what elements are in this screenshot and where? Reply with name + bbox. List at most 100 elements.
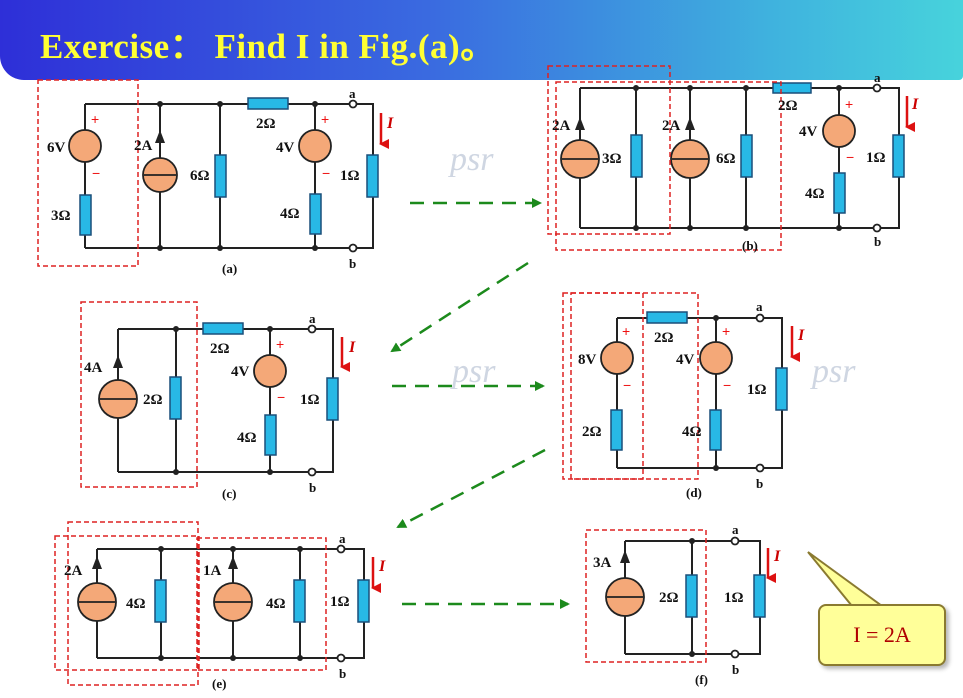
label: 2Ω	[582, 424, 602, 440]
transition-arrow	[396, 448, 546, 529]
figure-c-labels: 4A 2Ω 2Ω 4V 4Ω 1Ω a b I (c)	[84, 311, 356, 501]
label: 6Ω	[716, 151, 736, 167]
current-direction-arrow	[620, 550, 630, 563]
dashed-box	[196, 537, 327, 671]
label: 2Ω	[778, 98, 798, 114]
svg-text:−: −	[92, 165, 100, 181]
polarity-markers: +− +− +− +− +− +−	[91, 96, 854, 405]
resistor-c-2ohm	[202, 322, 244, 335]
label: 4Ω	[805, 186, 825, 202]
resistor-e-4ohm-a	[154, 579, 167, 623]
label: 2A	[134, 138, 153, 154]
watermark: psr	[810, 353, 856, 390]
current-arrows	[340, 96, 915, 593]
watermark: psr	[450, 353, 496, 390]
terminal-label: a	[349, 86, 356, 101]
resistor-b-4ohm	[833, 172, 846, 214]
label: 4Ω	[682, 424, 702, 440]
label: 4V	[799, 124, 818, 140]
figure-caption: (d)	[686, 485, 702, 500]
resistor-a-2ohm	[247, 97, 289, 110]
label: 4Ω	[280, 206, 300, 222]
dashed-box	[555, 81, 782, 251]
label: 4V	[276, 140, 295, 156]
figure-f-labels: 3A 2Ω 1Ω a b I (f)	[593, 522, 781, 687]
svg-text:−: −	[723, 377, 731, 393]
label: 1A	[203, 563, 222, 579]
voltage-source-d-8v	[600, 341, 634, 375]
current-label: I	[911, 96, 919, 113]
dashed-box	[54, 535, 200, 671]
terminals	[307, 83, 882, 663]
label: 3A	[593, 555, 612, 571]
resistor-a-6ohm	[214, 154, 227, 198]
terminal-label: b	[732, 662, 739, 677]
terminal-label: b	[349, 256, 356, 271]
watermark: psr	[448, 141, 494, 178]
svg-text:+: +	[321, 111, 329, 127]
terminal-label: a	[339, 531, 346, 546]
label: 3Ω	[51, 208, 71, 224]
label: 4Ω	[126, 596, 146, 612]
terminal-label: b	[756, 476, 763, 491]
terminal-label: a	[309, 311, 316, 326]
label: 1Ω	[866, 150, 886, 166]
label: 6V	[47, 140, 66, 156]
current-direction-arrow	[575, 117, 585, 130]
transition-arrows	[390, 198, 570, 609]
label: 4V	[676, 352, 695, 368]
resistor-a-3ohm	[79, 194, 92, 236]
figure-a-labels: 6V 3Ω 2A 6Ω 2Ω 4V 4Ω 1Ω a b I (a)	[47, 86, 394, 276]
svg-text:−: −	[846, 149, 854, 165]
dashed-box	[547, 65, 671, 235]
terminal-label: a	[732, 522, 739, 537]
header-bar: Exercise： Find I in Fig.(a)。	[0, 0, 963, 80]
transition-arrow	[390, 261, 529, 353]
resistor-b-6ohm	[740, 134, 753, 178]
voltage-sources	[68, 114, 856, 388]
label: 8V	[578, 352, 597, 368]
resistor-f-2ohm	[685, 574, 698, 618]
voltage-source-b-4v	[822, 114, 856, 148]
terminal-label: a	[874, 70, 881, 85]
figure-caption: (e)	[212, 676, 226, 691]
current-label: I	[348, 339, 356, 356]
callout-pointer	[807, 551, 886, 607]
resistor-a-1ohm	[366, 154, 379, 198]
label: 6Ω	[190, 168, 210, 184]
label: 2A	[64, 563, 83, 579]
voltage-source-a-6v	[68, 129, 102, 163]
label: 3Ω	[602, 151, 622, 167]
answer-text: I = 2A	[853, 622, 911, 647]
current-label: I	[797, 327, 805, 344]
label: 4A	[84, 360, 103, 376]
svg-text:−: −	[277, 389, 285, 405]
label: 4Ω	[266, 596, 286, 612]
label: 2A	[552, 118, 571, 134]
figure-caption: (b)	[742, 238, 758, 253]
resistor-e-4ohm-b	[293, 579, 306, 623]
label: 2Ω	[210, 341, 230, 357]
current-label: I	[773, 548, 781, 565]
svg-text:+: +	[722, 323, 730, 339]
junction-dots	[157, 85, 842, 661]
label: 2A	[662, 118, 681, 134]
current-direction-arrow	[685, 117, 695, 130]
svg-text:+: +	[91, 111, 99, 127]
label: 1Ω	[330, 594, 350, 610]
figure-e-labels: 2A 4Ω 1A 4Ω 1Ω a b I (e)	[64, 531, 386, 691]
terminal-label: b	[309, 480, 316, 495]
resistor-c-1ohm	[326, 377, 339, 421]
figure-caption: (f)	[695, 672, 708, 687]
current-direction-arrow	[228, 556, 238, 569]
label: 1Ω	[300, 392, 320, 408]
label: 1Ω	[724, 590, 744, 606]
label: 4V	[231, 364, 250, 380]
svg-text:−: −	[623, 377, 631, 393]
current-direction-arrow	[92, 556, 102, 569]
resistor-c-2ohm-shunt	[169, 376, 182, 420]
resistor-b-3ohm	[630, 134, 643, 178]
voltage-source-d-4v	[699, 341, 733, 375]
dashed-box	[585, 529, 707, 663]
